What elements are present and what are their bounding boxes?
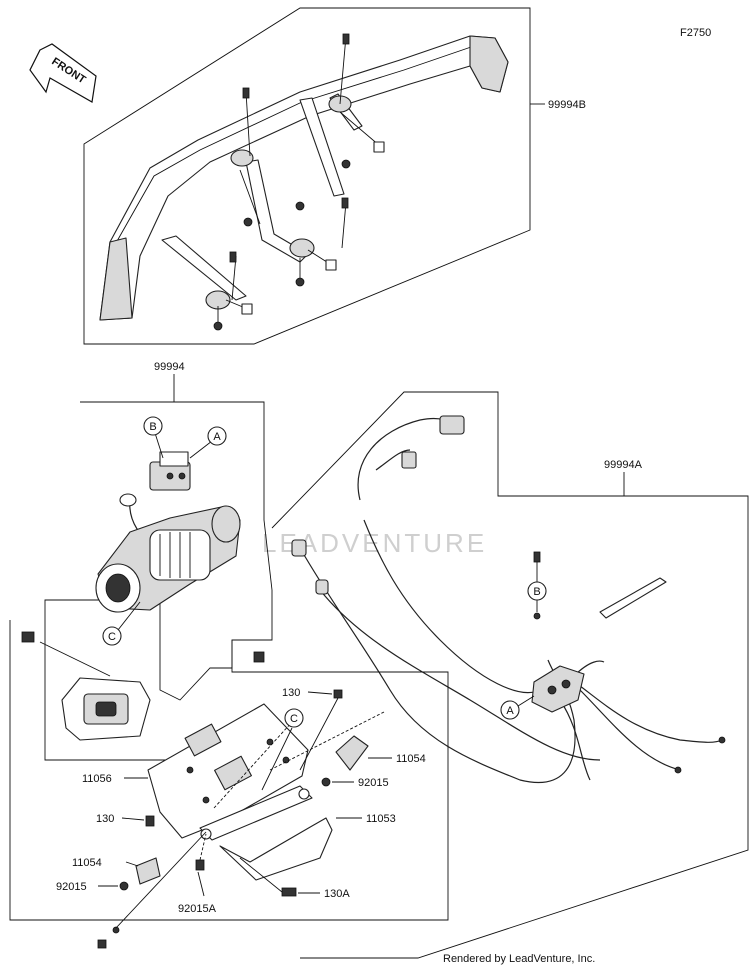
svg-text:C: C [290, 713, 298, 725]
svg-text:A: A [506, 705, 514, 717]
mount-plate [147, 703, 309, 839]
svg-text:C: C [108, 631, 116, 643]
winch-kit-frame [44, 401, 273, 761]
nut-92015-right [321, 777, 331, 787]
bracket-3 [230, 149, 254, 167]
harness-switch [531, 665, 585, 713]
ref-circle-A-2 [500, 700, 520, 720]
front-arrow-icon: FRONT [29, 43, 97, 103]
wire-harness [299, 417, 723, 784]
harness-connectors [291, 415, 726, 774]
ref-circle-B-2 [527, 581, 547, 601]
part-label-92015A: 92015A [178, 903, 217, 915]
bolt-130-top [333, 689, 343, 699]
nut-top [253, 651, 265, 663]
harness-kit-group: 99994A A [271, 391, 749, 959]
harness-bolt-B [533, 551, 541, 563]
svg-text:A: A [213, 431, 221, 443]
part-label-92015-right: 92015 [358, 777, 389, 789]
ref-circle-B-1 [143, 416, 163, 436]
bolt-bottom [97, 939, 107, 949]
part-label-92015-left: 92015 [56, 881, 87, 893]
bumper-kit-label: 99994B [548, 99, 586, 111]
harness-kit-frame [271, 391, 749, 959]
winch-fairlead [61, 677, 151, 741]
harness-nut-B [533, 612, 541, 620]
nut-92015A [195, 859, 205, 871]
mount-plate-frame [9, 620, 449, 921]
winch-motor [95, 493, 241, 613]
ref-circle-C-2 [284, 708, 304, 728]
part-label-130-top: 130 [282, 687, 300, 699]
ref-circle-C-1 [102, 626, 122, 646]
cable-tie [599, 577, 667, 619]
winch-kit-label: 99994 [154, 361, 185, 373]
part-label-11056: 11056 [82, 773, 112, 785]
part-label-11054-right: 11054 [396, 753, 426, 765]
fairlead-bolt [21, 631, 35, 643]
winch-kit-group: 99994 B A C [21, 361, 273, 761]
bolt-130-left [145, 815, 155, 827]
small-plate-left [135, 857, 161, 885]
bumper-kit-group: 99994B [83, 7, 586, 345]
bumper-fasteners [213, 33, 385, 331]
harness-kit-label: 99994A [604, 459, 643, 471]
svg-text:B: B [533, 586, 540, 598]
bolt-130A [281, 887, 297, 897]
part-label-130-left: 130 [96, 813, 114, 825]
bumper-kit-frame [83, 7, 531, 345]
part-label-130A: 130A [324, 888, 350, 900]
footer-credit: Rendered by LeadVenture, Inc. [443, 953, 595, 965]
bracket-2 [289, 238, 315, 258]
nut-92015-left [119, 881, 129, 891]
winch-contactor [149, 451, 191, 491]
mount-plate-group: C 130 11054 92015 11053 11056 130 11054 … [9, 620, 449, 949]
small-plate-right [335, 735, 369, 771]
ref-circle-A-1 [207, 426, 227, 446]
part-label-11054-left: 11054 [72, 857, 102, 869]
part-label-11053: 11053 [366, 813, 396, 825]
svg-text:B: B [149, 421, 156, 433]
front-bumper [99, 35, 509, 321]
figure-code: F2750 [680, 27, 711, 39]
